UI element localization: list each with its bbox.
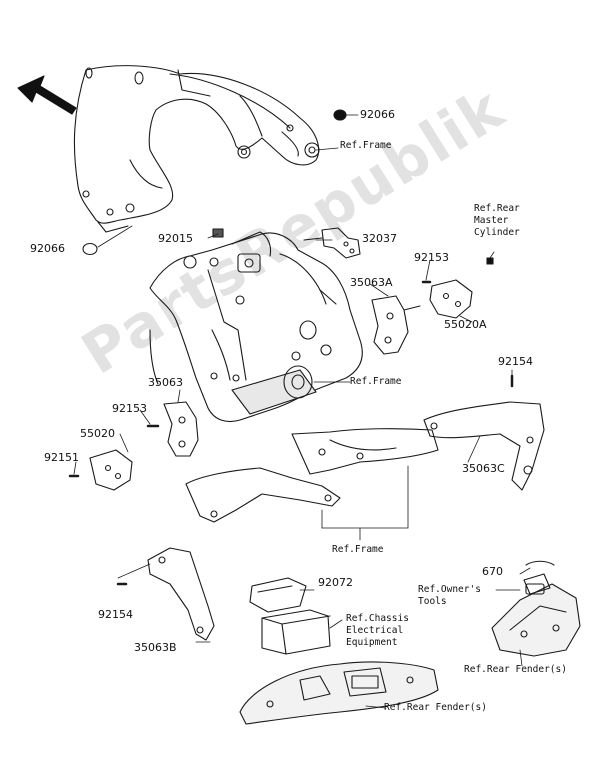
label-92153-right: 92153	[414, 251, 449, 264]
label-35063B: 35063B	[134, 641, 177, 654]
label-35063C: 35063C	[462, 462, 505, 475]
ref-owners-tools: Ref.Owner's Tools	[418, 584, 481, 607]
ref-frame-bottom: Ref.Frame	[332, 544, 384, 555]
clip-92015	[212, 228, 224, 238]
heel-guard-55020A	[429, 279, 473, 319]
label-92154-right: 92154	[498, 355, 533, 368]
ref-frame-mid: Ref.Frame	[350, 376, 402, 387]
label-55020A: 55020A	[444, 318, 487, 331]
label-92066-top: 92066	[360, 108, 395, 121]
bracket-35063C	[423, 401, 545, 491]
tool-pouch-670	[523, 560, 555, 595]
rear-fender-lower	[239, 661, 439, 725]
ref-rear-fender-bottom: Ref.Rear Fender(s)	[384, 702, 487, 713]
frame-rail-lower	[185, 467, 341, 523]
label-35063: 35063	[148, 376, 183, 389]
label-92066-left: 92066	[30, 242, 65, 255]
passenger-rail-upper	[291, 428, 439, 475]
bracket-32037	[303, 227, 361, 259]
rear-fender-right	[491, 583, 581, 657]
main-frame	[149, 231, 363, 423]
label-92072: 92072	[318, 576, 353, 589]
battery-cover-92072	[249, 577, 307, 613]
front-direction-arrow-icon	[17, 75, 77, 115]
label-55020: 55020	[80, 427, 115, 440]
label-35063A: 35063A	[350, 276, 393, 289]
ref-chassis-electrical: Ref.Chassis Electrical Equipment	[346, 613, 409, 648]
heel-guard-55020	[89, 449, 133, 491]
bolt-near-rear-master	[486, 257, 494, 265]
label-92015: 92015	[158, 232, 193, 245]
grommet-92066-left	[82, 242, 98, 256]
ref-rear-fender-right: Ref.Rear Fender(s)	[464, 664, 567, 675]
label-92154-left: 92154	[98, 608, 133, 621]
label-92153-left: 92153	[112, 402, 147, 415]
upper-cowl-bracket	[73, 65, 320, 233]
battery	[261, 609, 331, 655]
label-32037: 32037	[362, 232, 397, 245]
grommet-92066-top	[333, 109, 347, 121]
footpeg-bracket-35063	[163, 401, 199, 457]
footpeg-bracket-35063A	[371, 295, 421, 355]
ref-frame-top: Ref.Frame	[340, 140, 392, 151]
label-670: 670	[482, 565, 503, 578]
ref-rear-master-cylinder: Ref.Rear Master Cylinder	[474, 203, 520, 238]
bracket-35063B	[147, 547, 215, 641]
leader-lines	[73, 114, 531, 709]
label-92151: 92151	[44, 451, 79, 464]
